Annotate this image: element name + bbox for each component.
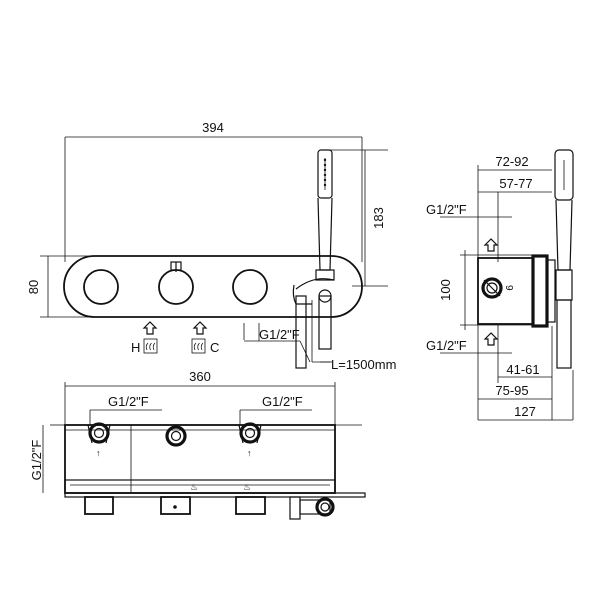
flow-icon-right: ♨ [243,482,251,492]
mounting-box [64,424,336,494]
depth-75-95-label: 75-95 [495,383,528,398]
cold-inlet-marker: C [191,321,219,355]
side-top-port-label: G1/2"F [426,202,467,217]
hot-label: H [131,340,140,355]
svg-text:↑: ↑ [96,448,101,458]
shower-height-label: 183 [371,207,386,229]
front-view: 394 80 183 [26,120,396,372]
outlet-label: G1/2"F [259,327,300,342]
valve-mark: 9 [503,285,514,291]
side-height-label: 100 [438,279,453,301]
total-depth-label: 127 [514,404,536,419]
faceplate [63,255,363,318]
knob-left [83,269,119,305]
body-port-right-label: G1/2"F [262,394,303,409]
depth-72-92-label: 72-92 [495,154,528,169]
knob-right [232,269,268,305]
front-width-label: 394 [202,120,224,135]
flow-icon-middle: ♨ [190,482,198,492]
body-view: 360 G1/2"F G1/2"F ↑ ↑ G1/2"F [29,369,366,520]
side-view: 72-92 57-77 G1/2"F 100 9 G1/2"F [426,149,574,421]
body-port-left-label: G1/2"F [108,394,149,409]
valve-body [477,257,534,325]
cold-label: C [210,340,219,355]
hose-length-label: L=1500mm [331,357,396,372]
heat-icon [143,338,158,354]
hand-shower [292,149,335,369]
depth-57-77-label: 57-77 [499,176,532,191]
front-height-label: 80 [26,280,41,294]
body-side-port-label: G1/2"F [29,440,44,481]
hot-inlet-marker: H [131,321,158,355]
cold-icon [191,338,206,354]
depth-41-61-label: 41-61 [506,362,539,377]
side-bottom-port-label: G1/2"F [426,338,467,353]
knob-middle [158,269,194,305]
svg-text:↑: ↑ [247,448,252,458]
body-width-label: 360 [189,369,211,384]
